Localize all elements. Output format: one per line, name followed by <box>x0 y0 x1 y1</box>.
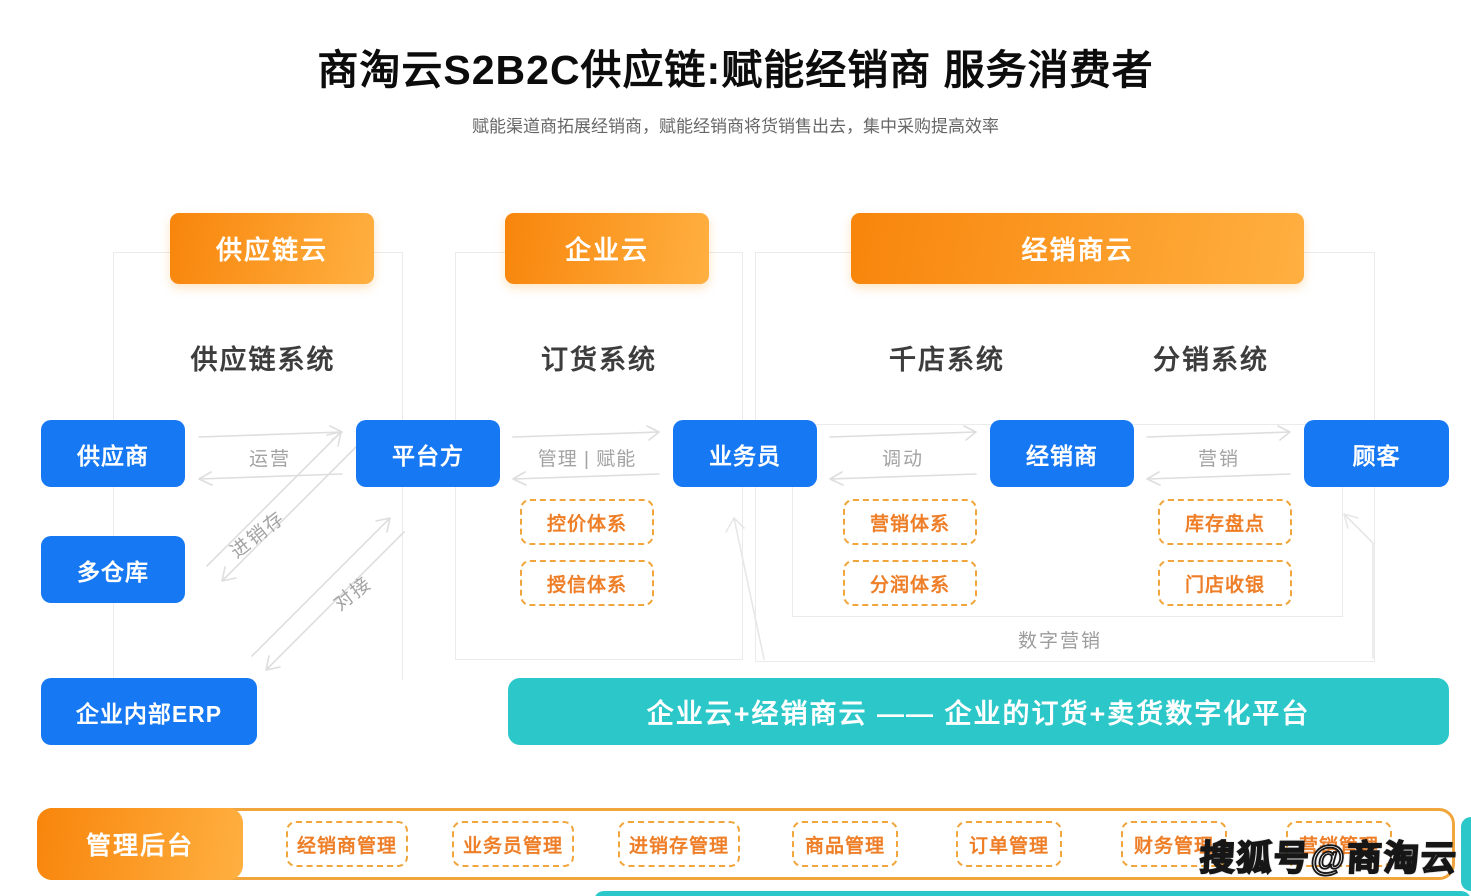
distributor-cloud-pill: 经销商云 <box>851 213 1304 284</box>
customer-node: 顾客 <box>1304 420 1449 487</box>
platform-banner: 企业云+经销商云 —— 企业的订货+卖货数字化平台 <box>508 678 1449 745</box>
salesman-node: 业务员 <box>673 420 817 487</box>
admin-backend-pill: 管理后台 <box>37 808 243 880</box>
internal-erp-node: 企业内部ERP <box>41 678 257 745</box>
page-title: 商淘云S2B2C供应链:赋能经销商 服务消费者 <box>317 47 1154 93</box>
marketing-system-box: 营销体系 <box>843 499 977 545</box>
page-subtitle: 赋能渠道商拓展经销商，赋能经销商将货销售出去，集中采购提高效率 <box>472 117 999 136</box>
flow-label-mobilize: 调动 <box>881 449 924 470</box>
supply-chain-cloud-pill: 供应链云 <box>170 213 374 284</box>
admin-item-distributor-mgmt: 经销商管理 <box>286 821 408 867</box>
profit-sharing-system-box: 分润体系 <box>843 560 977 606</box>
cropped-teal-banner-bottom <box>594 891 1471 896</box>
distribution-system-label: 分销系统 <box>1153 345 1269 375</box>
price-control-system-box: 控价体系 <box>520 499 654 545</box>
flow-label-marketing: 营销 <box>1197 449 1240 470</box>
enterprise-cloud-pill: 企业云 <box>505 213 709 284</box>
platform-node: 平台方 <box>356 420 500 487</box>
arrow-purchase-sale-stock <box>206 431 357 582</box>
thousand-store-system-label: 千店系统 <box>889 345 1005 375</box>
arrow-connect <box>251 517 405 671</box>
inventory-check-box: 库存盘点 <box>1158 499 1292 545</box>
ordering-system-label: 订货系统 <box>541 345 657 375</box>
supply-chain-system-label: 供应链系统 <box>190 345 336 375</box>
cropped-teal-shape-right <box>1461 817 1471 891</box>
arrow-manage-empower <box>512 425 660 486</box>
flow-label-manage-empower: 管理 | 赋能 <box>537 449 637 470</box>
admin-item-product-mgmt: 商品管理 <box>792 821 898 867</box>
arrow-operation <box>198 425 343 486</box>
distributor-node: 经销商 <box>990 420 1134 487</box>
arrow-mobilize <box>829 425 977 486</box>
flow-label-operation: 运营 <box>248 449 291 470</box>
arrow-to-customer <box>1343 513 1374 659</box>
admin-item-marketing-mgmt: 营销管理 <box>1286 821 1392 867</box>
supplier-node: 供应商 <box>41 420 185 487</box>
multi-warehouse-node: 多仓库 <box>41 536 185 603</box>
admin-item-psi-mgmt: 进销存管理 <box>618 821 740 867</box>
credit-system-box: 授信体系 <box>520 560 654 606</box>
admin-item-finance-mgmt: 财务管理 <box>1121 821 1227 867</box>
sohu-watermark: 搜狐号@商淘云 <box>1198 838 1460 879</box>
admin-item-order-mgmt: 订单管理 <box>956 821 1062 867</box>
admin-item-salesman-mgmt: 业务员管理 <box>452 821 574 867</box>
arrow-marketing <box>1146 425 1291 486</box>
store-cashier-box: 门店收银 <box>1158 560 1292 606</box>
arrow-to-salesman <box>725 517 765 660</box>
digital-marketing-label: 数字营销 <box>1017 631 1102 652</box>
